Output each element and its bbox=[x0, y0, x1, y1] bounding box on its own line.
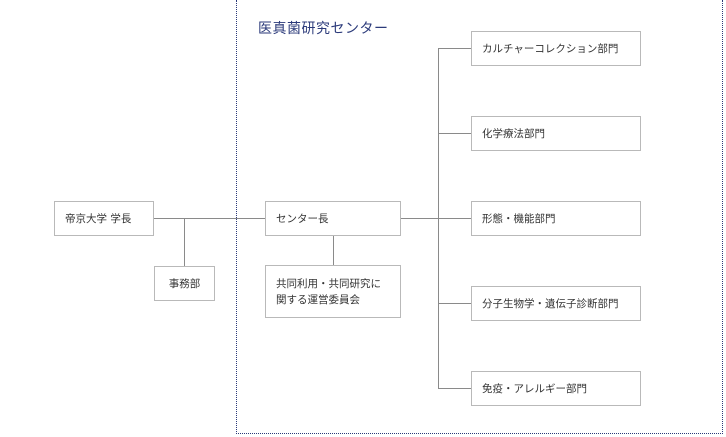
committee-box: 共同利用・共同研究に 関する運営委員会 bbox=[265, 265, 401, 318]
line-president-director bbox=[153, 218, 265, 219]
line-director-trunk bbox=[400, 218, 439, 219]
line-branch-2 bbox=[438, 133, 471, 134]
president-label: 帝京大学 学長 bbox=[65, 213, 132, 225]
department-label: カルチャーコレクション部門 bbox=[482, 43, 619, 55]
committee-label-line2: 関する運営委員会 bbox=[276, 293, 360, 306]
department-label: 化学療法部門 bbox=[482, 128, 545, 140]
line-branch-1 bbox=[438, 48, 471, 49]
department-box-molecular-biology: 分子生物学・遺伝子診断部門 bbox=[471, 286, 641, 321]
line-branch-4 bbox=[438, 303, 471, 304]
research-center-frame bbox=[236, 0, 723, 434]
department-box-immunology-allergy: 免疫・アレルギー部門 bbox=[471, 371, 641, 406]
department-box-morphology-function: 形態・機能部門 bbox=[471, 201, 641, 236]
department-box-chemotherapy: 化学療法部門 bbox=[471, 116, 641, 151]
line-branch-3 bbox=[438, 218, 471, 219]
line-branch-5 bbox=[438, 388, 471, 389]
line-to-committee bbox=[333, 235, 334, 265]
line-to-office bbox=[184, 218, 185, 266]
office-box: 事務部 bbox=[154, 266, 215, 301]
department-label: 免疫・アレルギー部門 bbox=[482, 383, 587, 395]
director-box: センター長 bbox=[265, 201, 401, 236]
department-label: 分子生物学・遺伝子診断部門 bbox=[482, 298, 619, 310]
office-label: 事務部 bbox=[168, 278, 201, 290]
president-box: 帝京大学 学長 bbox=[54, 201, 154, 236]
department-box-culture-collection: カルチャーコレクション部門 bbox=[471, 31, 641, 66]
director-label: センター長 bbox=[276, 213, 329, 225]
department-label: 形態・機能部門 bbox=[482, 213, 556, 225]
committee-label-line1: 共同利用・共同研究に bbox=[276, 277, 381, 290]
research-center-title: 医真菌研究センター bbox=[258, 21, 389, 37]
